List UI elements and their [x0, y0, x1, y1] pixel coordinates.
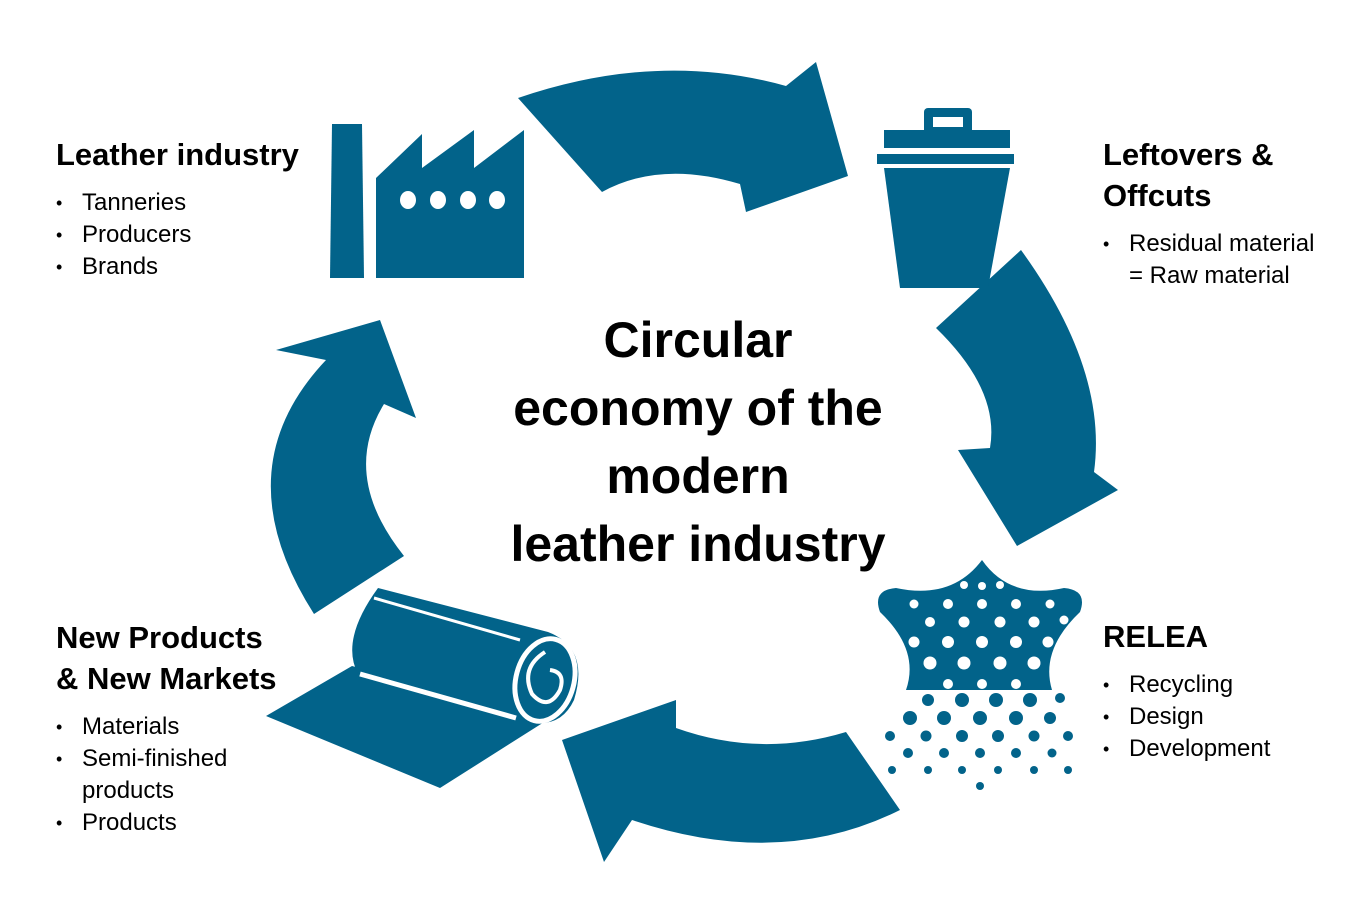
- pattern-dot: [960, 581, 968, 589]
- pattern-dot: [1047, 748, 1057, 758]
- pattern-dot: [1027, 656, 1041, 670]
- leather-industry-list: Tanneries Producers Brands: [56, 187, 299, 283]
- pattern-dot: [992, 730, 1004, 742]
- list-item: = Raw material: [1129, 262, 1290, 289]
- list-item: Tanneries: [56, 187, 299, 219]
- list-item: Brands: [56, 251, 299, 283]
- list-item: Residual material: [1103, 228, 1314, 260]
- trash-bin-icon: [877, 108, 1014, 288]
- pattern-dot: [996, 581, 1004, 589]
- title-line: New Products: [56, 620, 263, 655]
- pattern-dot: [1063, 731, 1073, 741]
- pattern-dot: [909, 599, 919, 609]
- pattern-dot: [978, 582, 986, 590]
- pattern-dot: [1011, 748, 1021, 758]
- new-products-list: Materials Semi-finished products Product…: [56, 711, 277, 839]
- pattern-dot: [973, 711, 987, 725]
- pattern-dot: [1028, 616, 1040, 628]
- title-line: Leftovers &: [1103, 137, 1274, 172]
- list-item: Semi-finished: [56, 743, 277, 775]
- list-item: Products: [56, 807, 277, 839]
- pattern-dot: [977, 599, 987, 609]
- pattern-dot: [1009, 711, 1023, 725]
- center-title-line: economy of the: [513, 380, 883, 436]
- pattern-dot: [1023, 693, 1037, 707]
- pattern-dot: [923, 656, 937, 670]
- pattern-dot: [888, 766, 896, 774]
- pattern-dot: [939, 748, 949, 758]
- pattern-dot: [1055, 693, 1065, 703]
- pattern-dot: [955, 693, 969, 707]
- list-item: Development: [1103, 733, 1270, 765]
- pattern-dot: [1042, 636, 1054, 648]
- pattern-dot: [989, 693, 1003, 707]
- pattern-dot: [1064, 766, 1072, 774]
- relea-title: RELEA: [1103, 616, 1270, 657]
- new-products-block: New Products & New Markets Materials Sem…: [56, 617, 277, 839]
- pattern-dot: [977, 679, 987, 689]
- center-title-line: Circular: [603, 312, 793, 368]
- arrow-top: [518, 62, 848, 212]
- title-line: Offcuts: [1103, 178, 1212, 213]
- leather-industry-block: Leather industry Tanneries Producers Bra…: [56, 134, 299, 283]
- leftovers-list: Residual material = Raw material: [1103, 228, 1314, 292]
- pattern-dot: [957, 656, 971, 670]
- center-title-line: modern: [606, 448, 790, 504]
- leather-recycling-icon: [878, 560, 1082, 790]
- pattern-dot: [958, 766, 966, 774]
- pattern-dot: [885, 731, 895, 741]
- list-item: Materials: [56, 711, 277, 743]
- pattern-dot: [922, 694, 934, 706]
- relea-list: Recycling Design Development: [1103, 669, 1270, 765]
- leather-roll-icon: [266, 588, 579, 788]
- pattern-dot: [994, 616, 1006, 628]
- relea-block: RELEA Recycling Design Development: [1103, 616, 1270, 765]
- pattern-dot: [943, 599, 953, 609]
- pattern-dot: [976, 782, 984, 790]
- pattern-dot: [1030, 766, 1038, 774]
- pattern-dot: [956, 730, 968, 742]
- pattern-dot: [1011, 599, 1021, 609]
- pattern-dot: [1045, 599, 1055, 609]
- pattern-dot: [1044, 712, 1056, 724]
- title-line: Leather industry: [56, 137, 299, 172]
- leather-industry-title: Leather industry: [56, 134, 299, 175]
- arrow-left: [270, 320, 416, 614]
- pattern-dot: [903, 748, 913, 758]
- factory-icon: [330, 124, 524, 278]
- center-title-line: leather industry: [510, 516, 886, 572]
- new-products-title: New Products & New Markets: [56, 617, 277, 699]
- pattern-dot: [925, 617, 935, 627]
- pattern-dot: [903, 711, 917, 725]
- arrow-bottom: [562, 700, 900, 862]
- leftovers-block: Leftovers & Offcuts Residual material = …: [1103, 134, 1314, 292]
- center-title: Circular economy of the modern leather i…: [448, 306, 948, 578]
- pattern-dot: [976, 636, 988, 648]
- pattern-dot: [994, 766, 1002, 774]
- pattern-dot: [920, 730, 932, 742]
- pattern-dot: [924, 766, 932, 774]
- pattern-dot: [1010, 636, 1022, 648]
- arrow-right: [936, 250, 1118, 546]
- list-item: Design: [1103, 701, 1270, 733]
- list-item: Recycling: [1103, 669, 1270, 701]
- pattern-dot: [1059, 615, 1069, 625]
- pattern-dot: [943, 679, 953, 689]
- title-line: RELEA: [1103, 619, 1209, 654]
- list-item: products: [82, 777, 175, 804]
- pattern-dot: [942, 636, 954, 648]
- pattern-dot: [993, 656, 1007, 670]
- pattern-dot: [1028, 730, 1040, 742]
- pattern-dot: [958, 616, 970, 628]
- leftovers-title: Leftovers & Offcuts: [1103, 134, 1314, 216]
- pattern-dot: [975, 748, 985, 758]
- pattern-dot: [937, 711, 951, 725]
- pattern-dot: [1011, 679, 1021, 689]
- pattern-dot: [908, 636, 920, 648]
- title-line: & New Markets: [56, 661, 277, 696]
- list-item: Producers: [56, 219, 299, 251]
